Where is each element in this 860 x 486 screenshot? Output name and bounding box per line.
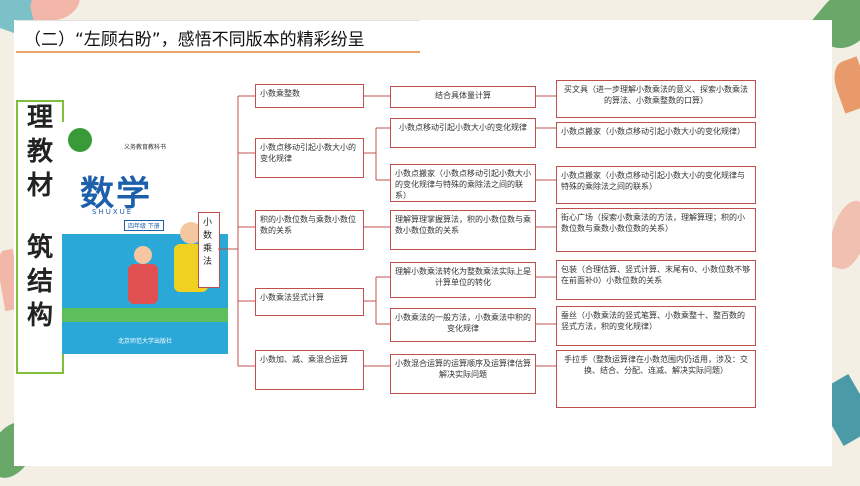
ground-illustration	[62, 308, 228, 322]
slide-title: （二）“左顾右盼”，感悟不同版本的精彩纷呈	[24, 30, 365, 50]
level1-node: 小数乘整数	[255, 84, 364, 108]
book-publisher: 北京师范大学出版社	[117, 338, 172, 345]
level3-node: 包装（合理估算、竖式计算、末尾有0、小数位数不够在前面补0）小数位数的关系	[556, 260, 756, 300]
side-label-box: 理 教 材 筑 结 构	[16, 100, 64, 374]
level2-node: 理解小数乘法转化为整数乘法实际上是计算单位的转化	[390, 262, 536, 298]
side-char: 材	[26, 171, 53, 201]
level3-node: 小数点搬家（小数点移动引起小数大小的变化规律与特殊的乘除法之间的联系）	[556, 166, 756, 204]
side-char: 结	[26, 267, 53, 297]
level2-node: 小数点移动引起小数大小的变化规律	[390, 118, 536, 148]
level1-node: 小数乘法竖式计算	[255, 288, 364, 316]
level3-node: 买文具（进一步理解小数乘法的意义、探索小数乘法的算法、小数乘整数的口算）	[556, 80, 756, 118]
root-node-label: 小数乘法	[203, 218, 213, 267]
book-series: 义务教育教科书	[123, 144, 166, 151]
level1-node: 小数点移动引起小数大小的变化规律	[255, 138, 364, 178]
side-char: 教	[26, 137, 53, 167]
level2-node: 结合具体量计算	[390, 86, 536, 108]
level3-node: 小数点搬家（小数点移动引起小数大小的变化规律）	[556, 122, 756, 148]
book-title: 数学	[80, 174, 152, 214]
side-label: 理 教 材 筑 结 构	[18, 102, 62, 334]
level2-node: 小数乘法的一般方法，小数乘法中积的变化规律	[390, 308, 536, 342]
level3-node: 手拉手（整数运算律在小数范围内仍适用，涉及：交换、结合、分配、连减、解决实际问题…	[556, 350, 756, 408]
side-char: 筑	[26, 233, 53, 263]
level3-node: 蚕丝（小数乘法的竖式笔算、小数乘整十、整百数的竖式方法，积的变化规律）	[556, 306, 756, 346]
book-pinyin: SHUXUE	[92, 208, 134, 216]
level1-node: 积的小数位数与乘数小数位数的关系	[255, 210, 364, 250]
level1-node: 小数加、减、乘混合运算	[255, 350, 364, 390]
level2-node: 小数点搬家（小数点移动引起小数大小的变化规律与特殊的乘除法之间的联系）	[390, 164, 536, 202]
slide-title-bar: （二）“左顾右盼”，感悟不同版本的精彩纷呈	[16, 20, 420, 53]
level2-node: 理解算理掌握算法，积的小数位数与乘数小数位数的关系	[390, 210, 536, 250]
root-node: 小数乘法	[198, 212, 220, 288]
child-illustration	[180, 222, 202, 244]
publisher-logo-icon	[68, 128, 92, 152]
book-grade: 四年级 下册	[124, 220, 164, 231]
child-illustration	[128, 264, 158, 304]
side-char: 构	[26, 301, 53, 331]
child-illustration	[134, 246, 152, 264]
level3-node: 街心广场（探索小数乘法的方法，理解算理；积的小数位数与乘数小数位数的关系）	[556, 208, 756, 252]
level2-node: 小数混合运算的运算顺序及运算律估算解决实际问题	[390, 354, 536, 394]
side-char: 理	[26, 103, 53, 133]
